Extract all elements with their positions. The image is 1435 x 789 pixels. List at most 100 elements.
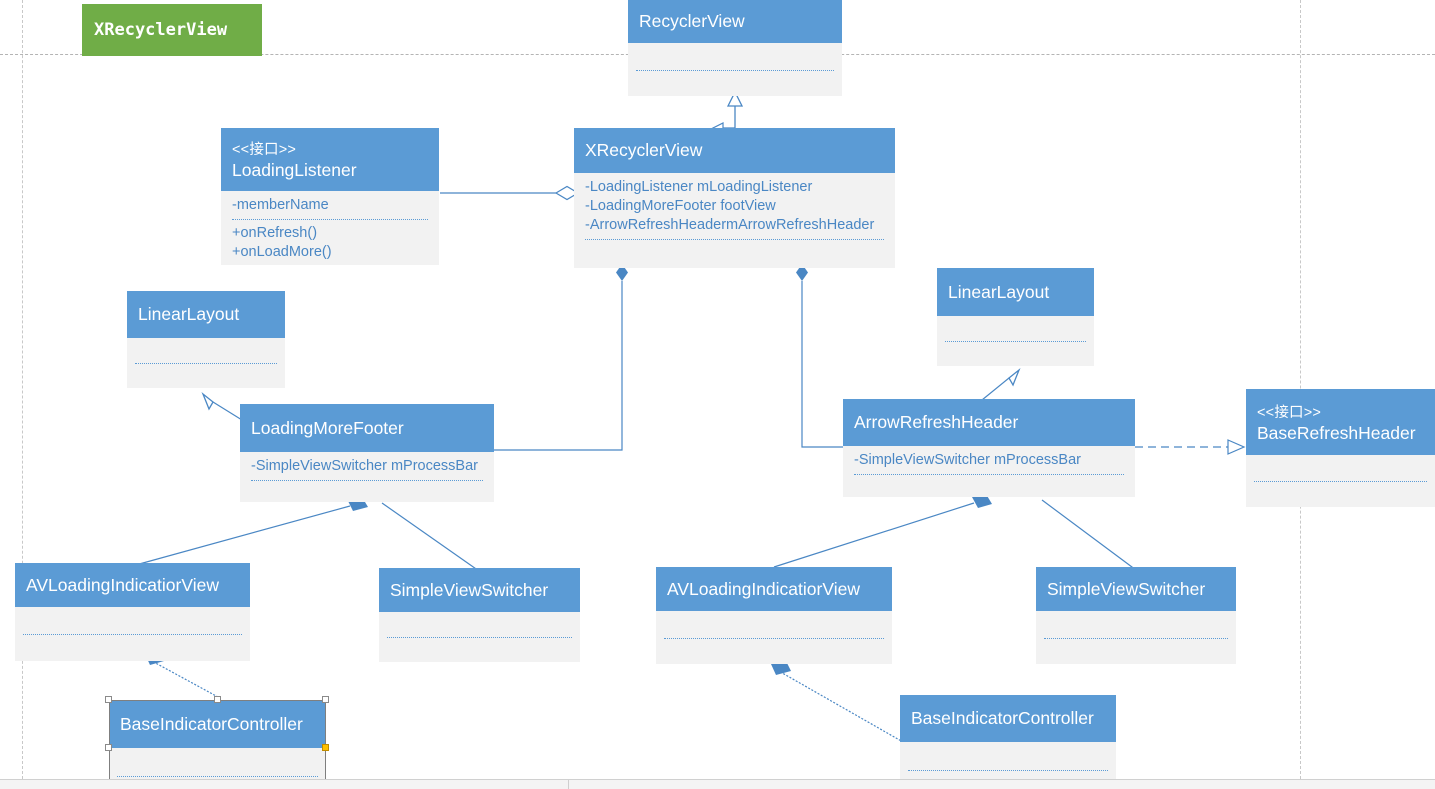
page-guide-left [22,0,23,789]
relation-loadingmorefooter-extends-linearlayout-left [201,391,243,421]
compartment-divider [232,219,428,220]
class-body-recyclerview [628,43,842,96]
compartment-divider [945,341,1086,342]
relation-xrecyclerview-composes-loadingmorefooter [494,264,628,451]
class-box-loadinglistener[interactable]: <<接口>> LoadingListener -memberName +onRe… [221,128,439,265]
class-header-loadingmorefooter: LoadingMoreFooter [240,404,494,452]
class-name-linearlayout-left: LinearLayout [138,304,240,324]
class-box-arrowrefreshheader[interactable]: ArrowRefreshHeader -SimpleViewSwitcher m… [843,399,1135,497]
diagram-title-tag-label: XRecyclerView [94,20,228,40]
class-name-baseindicatorcontroller-right: BaseIndicatorController [911,708,1094,728]
class-body-baseindicatorcontroller-right [900,742,1116,784]
selection-handle-top-left[interactable] [105,696,112,703]
selection-handle-top-right[interactable] [322,696,329,703]
class-box-linearlayout-left[interactable]: LinearLayout [127,291,285,388]
class-body-avloadingindicatiorview-left [15,607,250,661]
relation-xrecyclerview-composes-arrowrefreshheader [796,264,843,448]
compartment-divider [1254,481,1427,482]
selection-handle-top-center[interactable] [214,696,221,703]
class-header-avloadingindicatiorview-right: AVLoadingIndicatiorView [656,567,892,611]
class-operation: +onLoadMore() [232,244,332,260]
class-body-xrecyclerview: -LoadingListener mLoadingListener -Loadi… [574,173,895,268]
class-operations-loadinglistener: +onRefresh() +onLoadMore() [232,224,428,262]
relation-avloading-right-composes-baseindicator-right [771,661,904,743]
class-attribute: -SimpleViewSwitcher mProcessBar [854,452,1081,468]
class-box-baserefreshheader[interactable]: <<接口>> BaseRefreshHeader [1246,389,1435,507]
class-header-arrowrefreshheader: ArrowRefreshHeader [843,399,1135,446]
class-name-baseindicatorcontroller-left: BaseIndicatorController [120,713,303,734]
class-name-avloadingindicatiorview-right: AVLoadingIndicatiorView [667,578,860,599]
class-body-loadingmorefooter: -SimpleViewSwitcher mProcessBar [240,452,494,502]
compartment-divider [135,363,277,364]
class-stereotype-baserefreshheader: <<接口>> [1257,404,1322,421]
class-operation: +onRefresh() [232,225,318,241]
class-name-simpleviewswitcher-right: SimpleViewSwitcher [1047,578,1206,599]
class-name-simpleviewswitcher-left: SimpleViewSwitcher [390,579,549,600]
class-name-loadinglistener: LoadingListener [232,160,357,180]
class-body-loadinglistener: -memberName +onRefresh() +onLoadMore() [221,191,439,265]
class-attribute: -memberName [232,197,329,213]
class-name-loadingmorefooter: LoadingMoreFooter [251,417,404,438]
class-name-xrecyclerview: XRecyclerView [585,140,703,160]
class-header-simpleviewswitcher-right: SimpleViewSwitcher [1036,567,1236,611]
class-body-simpleviewswitcher-right [1036,611,1236,664]
compartment-divider [117,776,318,777]
selection-frame [109,700,326,789]
relation-loadingmorefooter-composes-avloading-left [131,497,368,567]
class-header-avloadingindicatiorview-left: AVLoadingIndicatiorView [15,563,250,607]
class-box-baseindicatorcontroller-right[interactable]: BaseIndicatorController [900,695,1116,784]
class-header-linearlayout-right: LinearLayout [937,268,1094,316]
compartment-divider [908,770,1108,771]
class-stereotype-loadinglistener: <<接口>> [232,142,297,158]
compartment-divider [1044,637,1228,639]
relation-arrowrefreshheader-assoc-simpleviewswitcher-right [1041,499,1137,571]
diagram-title-tag[interactable]: XRecyclerView [82,4,262,56]
class-box-avloadingindicatiorview-left[interactable]: AVLoadingIndicatiorView [15,563,250,661]
class-header-xrecyclerview: XRecyclerView [574,128,895,173]
class-box-simpleviewswitcher-right[interactable]: SimpleViewSwitcher [1036,567,1236,664]
class-header-loadinglistener: <<接口>> LoadingListener [221,128,439,191]
class-box-linearlayout-right[interactable]: LinearLayout [937,268,1094,366]
class-body-simpleviewswitcher-left [379,612,580,662]
compartment-divider [23,634,242,635]
class-attribute: -LoadingMoreFooter footView [585,198,776,214]
relation-arrowrefreshheader-composes-avloading-right [773,494,992,568]
compartment-divider [251,480,483,481]
class-box-avloadingindicatiorview-right[interactable]: AVLoadingIndicatiorView [656,567,892,664]
class-name-avloadingindicatiorview-left: AVLoadingIndicatiorView [26,574,219,595]
class-box-loadingmorefooter[interactable]: LoadingMoreFooter -SimpleViewSwitcher mP… [240,404,494,502]
relation-loadingmorefooter-assoc-simpleviewswitcher-left [381,502,480,572]
class-name-arrowrefreshheader: ArrowRefreshHeader [854,412,1019,432]
relation-arrowrefreshheader-extends-linearlayout-right [981,367,1021,401]
class-body-linearlayout-right [937,316,1094,366]
class-body-arrowrefreshheader: -SimpleViewSwitcher mProcessBar [843,446,1135,497]
selection-handle-middle-right[interactable] [322,744,329,751]
class-box-simpleviewswitcher-left[interactable]: SimpleViewSwitcher [379,568,580,662]
relation-xrecyclerview-extends-recyclerview [711,90,744,134]
class-header-simpleviewswitcher-left: SimpleViewSwitcher [379,568,580,612]
compartment-divider [387,637,572,638]
class-body-linearlayout-left [127,338,285,388]
compartment-divider [585,239,884,240]
class-header-baserefreshheader: <<接口>> BaseRefreshHeader [1246,389,1435,455]
relation-arrowrefreshheader-implements-baserefreshheader [1135,439,1246,455]
class-header-linearlayout-left: LinearLayout [127,291,285,338]
class-attribute: -LoadingListener mLoadingListener [585,179,813,195]
class-header-recyclerview: RecyclerView [628,0,842,43]
compartment-divider [664,637,884,639]
class-name-recyclerview: RecyclerView [639,11,745,31]
class-box-xrecyclerview[interactable]: XRecyclerView -LoadingListener mLoadingL… [574,128,895,268]
class-body-avloadingindicatiorview-right [656,611,892,664]
relation-loadinglistener-aggregates-xrecyclerview [440,185,580,201]
class-header-baseindicatorcontroller-left: BaseIndicatorController [109,700,326,748]
compartment-divider [854,474,1124,475]
selection-handle-middle-left[interactable] [105,744,112,751]
class-name-baserefreshheader: BaseRefreshHeader [1257,422,1416,443]
class-body-baserefreshheader [1246,455,1435,507]
class-name-linearlayout-right: LinearLayout [948,281,1050,302]
class-attribute: -ArrowRefreshHeadermArrowRefreshHeader [585,217,875,233]
class-attribute: -SimpleViewSwitcher mProcessBar [251,458,478,474]
class-box-recyclerview[interactable]: RecyclerView [628,0,842,96]
